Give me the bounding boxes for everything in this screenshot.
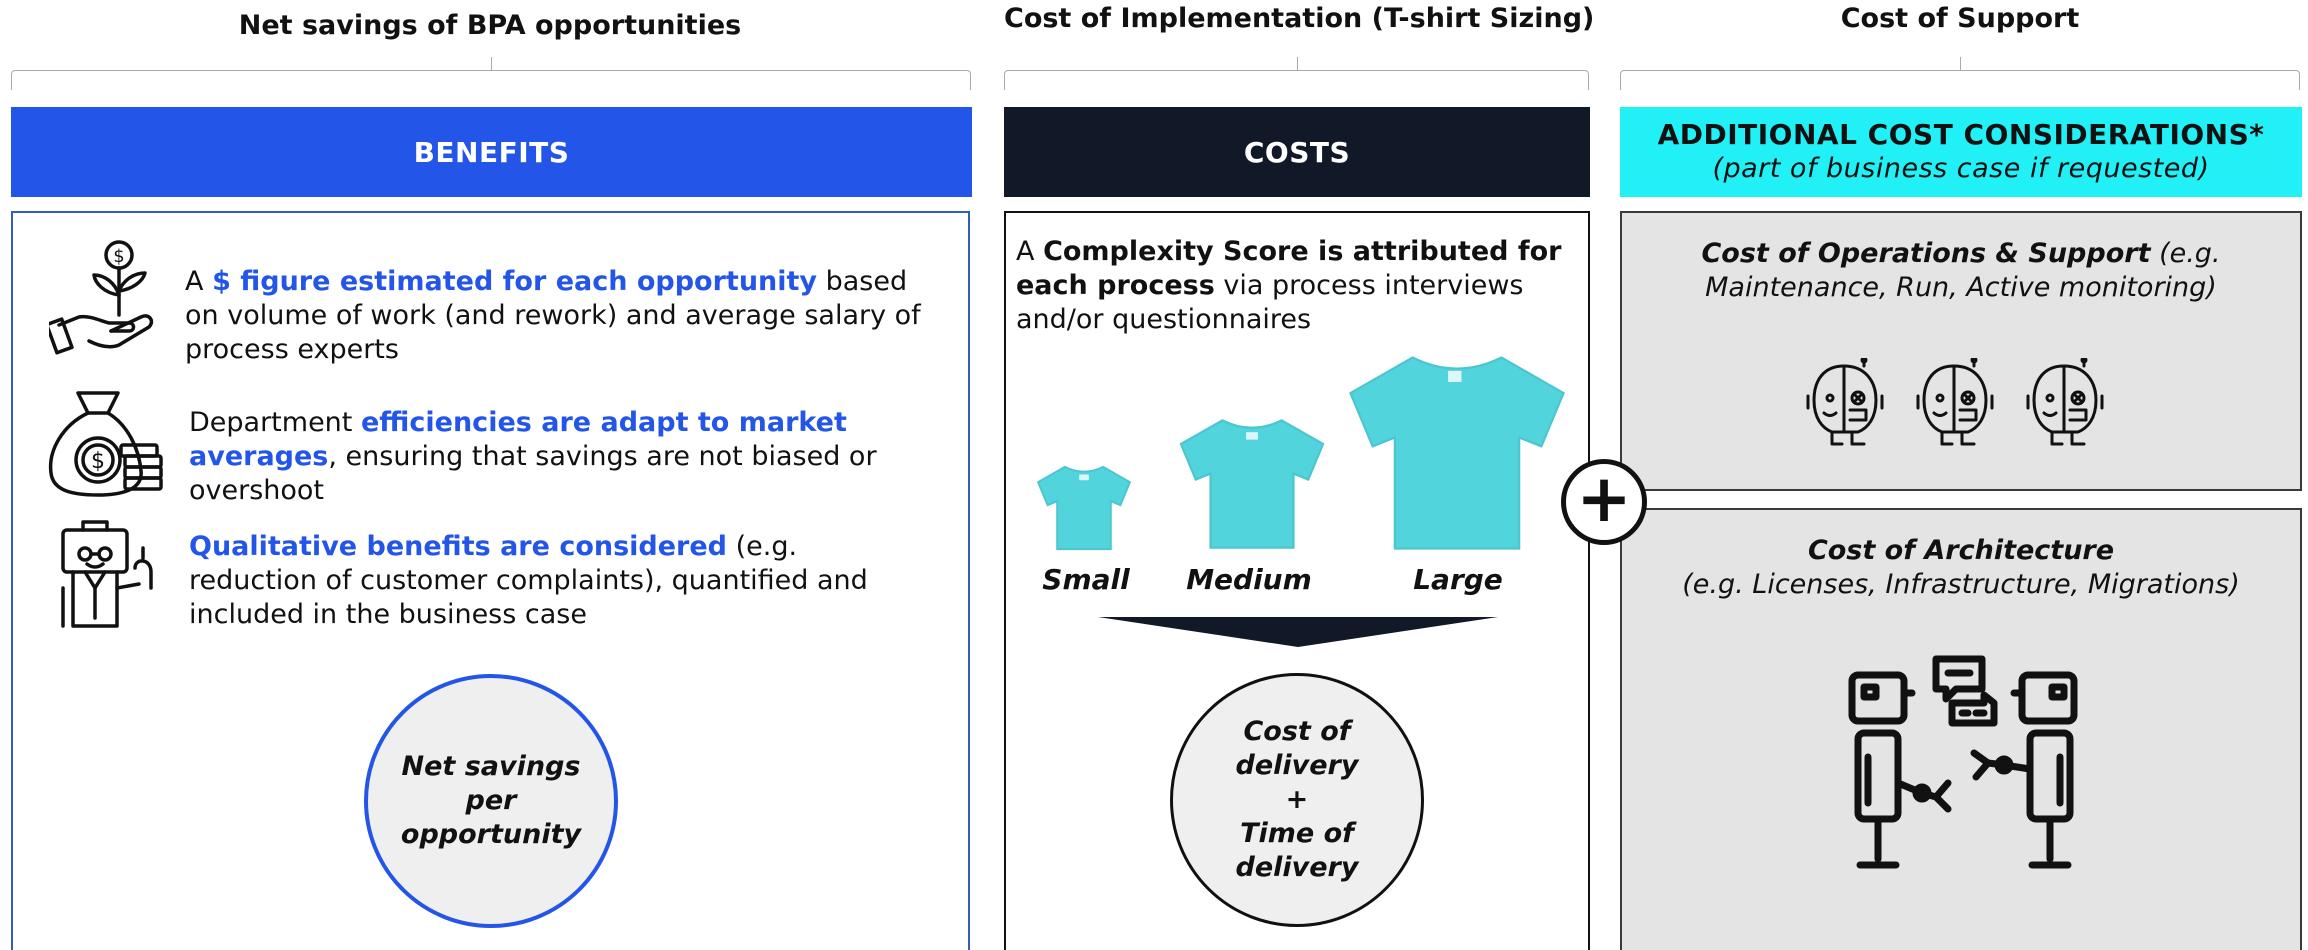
size-label-medium: Medium [1186, 563, 1312, 596]
benefit-text-2: Department efficiencies are adapt to mar… [189, 407, 877, 506]
size-label-small: Small [1042, 563, 1130, 596]
money-plant-hand-icon: $ [49, 240, 154, 355]
benefit-text-1: A $ figure estimated for each opportunit… [185, 266, 921, 365]
net-savings-line-1: Net savings [401, 751, 581, 782]
benefits-band-label: BENEFITS [413, 135, 570, 169]
benefits-band: BENEFITS [11, 107, 972, 197]
support-bracket [1620, 57, 2300, 90]
benefits-panel: $ A $ figure estimated for each opportun… [11, 211, 970, 950]
robot-head-icon [1806, 358, 1884, 446]
operations-support-text: Cost of Operations & Support (e.g. Maint… [1701, 238, 2221, 303]
robots-communicating-icon [1848, 655, 2078, 869]
benefits-bracket [11, 57, 971, 90]
benefit-highlight-3: Qualitative benefits are considered [189, 531, 728, 562]
funnel-shape [1098, 617, 1498, 647]
net-savings-line-2: per [465, 785, 517, 816]
architecture-title: Cost of Architecture [1807, 535, 2115, 566]
cost-circle-line-5: delivery [1235, 852, 1359, 883]
net-savings-circle: Net savings per opportunity [364, 674, 618, 928]
svg-text:$: $ [113, 246, 124, 267]
cost-circle-line-2: delivery [1235, 750, 1359, 781]
support-band-title: ADDITIONAL COST CONSIDERATIONS* [1657, 118, 2265, 151]
costs-column-title: Cost of Implementation (T-shirt Sizing) [1004, 3, 1595, 34]
robot-head-icon [2026, 358, 2104, 446]
costs-panel: A Complexity Score is attributed for eac… [1004, 211, 1590, 950]
svg-text:$: $ [91, 449, 105, 474]
cost-circle-line-4: Time of [1240, 818, 1354, 849]
robot-head-icon [1916, 358, 1994, 446]
support-column-title: Cost of Support [1840, 3, 2080, 34]
cost-of-delivery-circle: Cost of delivery + Time of delivery [1170, 673, 1424, 927]
plus-sign: + [1576, 460, 1632, 537]
benefit-highlight-1: $ figure estimated for each opportunity [212, 266, 818, 297]
benefits-column-title: Net savings of BPA opportunities [238, 10, 742, 41]
benefit-text-3: Qualitative benefits are considered (e.g… [189, 531, 868, 630]
operations-support-bold: Cost of Operations & Support [1701, 238, 2151, 269]
businessman-briefcase-icon [61, 520, 153, 628]
complexity-score-text: A Complexity Score is attributed for eac… [1016, 236, 1562, 335]
costs-bracket [1004, 57, 1589, 90]
support-band: ADDITIONAL COST CONSIDERATIONS* (part of… [1620, 107, 2302, 197]
tshirt-medium-icon [1179, 419, 1325, 549]
support-band-subtitle: (part of business case if requested) [1712, 153, 2210, 184]
cost-circle-line-1: Cost of [1243, 716, 1351, 747]
cost-circle-line-3: + [1285, 784, 1309, 815]
plus-circle: + [1561, 459, 1647, 545]
tshirt-large-icon [1349, 356, 1565, 550]
costs-band-label: COSTS [1243, 135, 1351, 169]
architecture-box: Cost of Architecture (e.g. Licenses, Inf… [1620, 508, 2302, 950]
architecture-subtitle: (e.g. Licenses, Infrastructure, Migratio… [1682, 569, 2240, 600]
size-label-large: Large [1413, 563, 1503, 596]
tshirt-small-icon [1036, 465, 1132, 551]
money-bag-coins-icon: $ [48, 391, 163, 497]
benefit-highlight-2: efficiencies are adapt to market average… [189, 407, 847, 472]
complexity-score-bold: Complexity Score is attributed for each … [1016, 236, 1562, 301]
net-savings-line-3: opportunity [400, 819, 582, 850]
operations-support-box: Cost of Operations & Support (e.g. Maint… [1620, 211, 2302, 491]
costs-band: COSTS [1004, 107, 1590, 197]
